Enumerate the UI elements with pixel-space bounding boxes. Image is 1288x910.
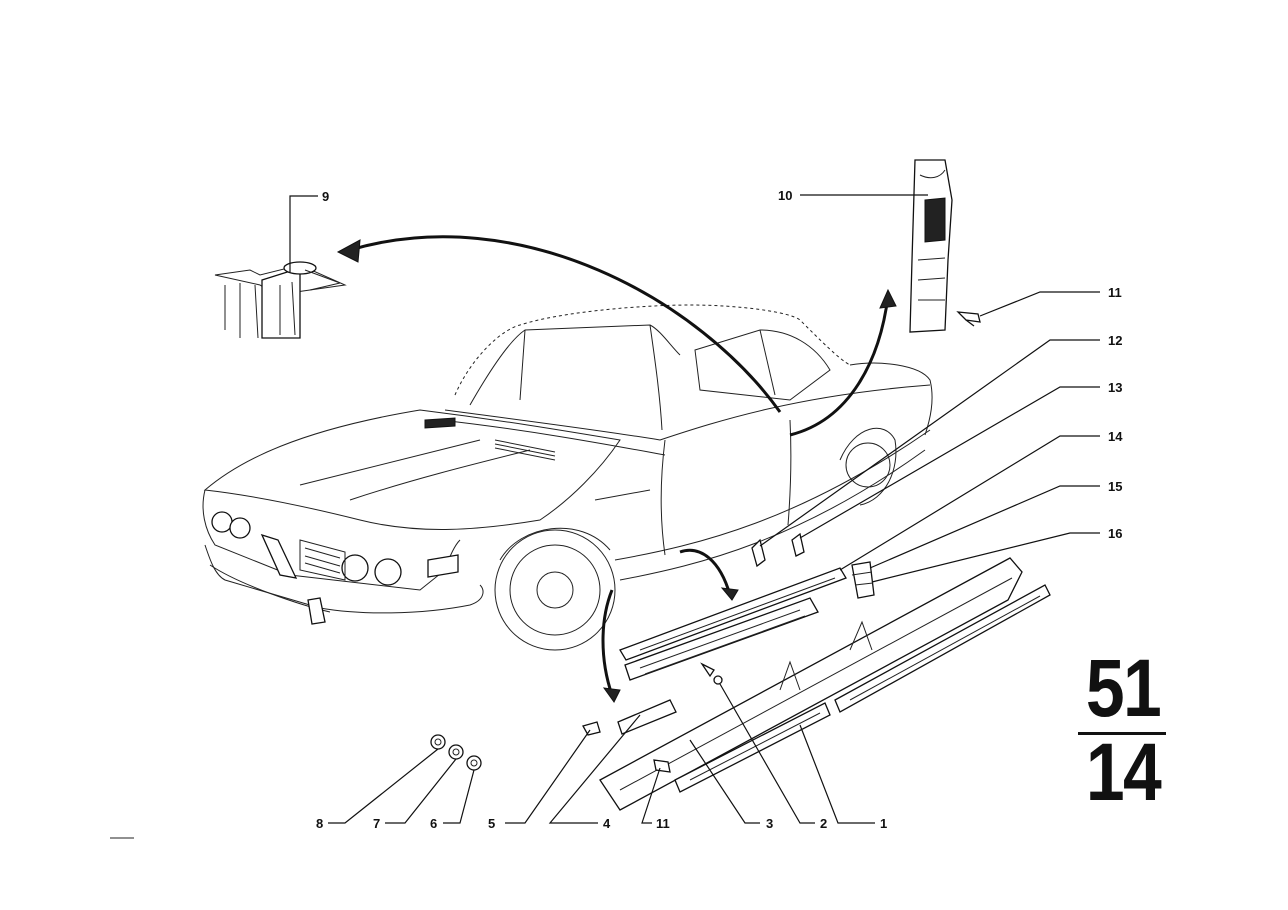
clip-part-5 xyxy=(582,721,601,736)
callout-3: 3 xyxy=(766,816,773,831)
kidney-grille xyxy=(260,533,298,579)
group-number-sub: 14 xyxy=(1085,727,1162,818)
callout-8: 8 xyxy=(316,816,323,831)
arrow-to-sill-upper xyxy=(679,548,732,596)
rocker-panel-part-3 xyxy=(599,557,1023,811)
callout-14: 14 xyxy=(1108,429,1123,444)
arrow-to-detail-10 xyxy=(789,295,890,437)
nut-part-6 xyxy=(466,755,482,771)
clip-part-13 xyxy=(791,532,805,557)
trim-part-upper-left xyxy=(624,597,819,681)
group-number-divider xyxy=(1078,732,1166,735)
arrows xyxy=(336,235,897,703)
hood-vent-left xyxy=(424,417,456,429)
arrow-to-detail-9 xyxy=(349,235,782,413)
callout-11-lower: 11 xyxy=(656,816,670,831)
headlamp-outer-right xyxy=(374,558,402,586)
front-wheel xyxy=(494,529,616,651)
headlamp-inner-right xyxy=(341,554,369,582)
callout-13: 13 xyxy=(1108,380,1122,395)
clip-part-11-upper xyxy=(956,311,981,323)
clip-part-12 xyxy=(751,538,766,568)
callout-11-upper: 11 xyxy=(1108,285,1122,300)
callout-16: 16 xyxy=(1108,526,1122,541)
callout-5: 5 xyxy=(488,816,495,831)
bracket-part-16 xyxy=(851,561,875,599)
detail-9-inset xyxy=(214,261,347,339)
callout-labels: 9 10 11 12 13 14 15 16 1 2 3 4 5 6 7 8 1… xyxy=(316,188,1123,831)
detail-10-pillar xyxy=(909,159,953,333)
rear-wheel xyxy=(845,442,891,488)
callout-9: 9 xyxy=(322,189,329,204)
callout-2: 2 xyxy=(820,816,827,831)
callout-1: 1 xyxy=(880,816,887,831)
callout-15: 15 xyxy=(1108,479,1122,494)
callout-4: 4 xyxy=(603,816,611,831)
arrow-to-sill-lower xyxy=(601,589,614,696)
leader-lines xyxy=(289,194,1100,824)
group-number-main: 51 xyxy=(1085,643,1162,734)
clip-part-11-lower xyxy=(653,759,671,773)
callout-6: 6 xyxy=(430,816,437,831)
screw-part-2 xyxy=(713,675,723,685)
front-indicator xyxy=(427,554,459,578)
bumper-guard xyxy=(307,597,326,625)
callout-12: 12 xyxy=(1108,333,1122,348)
callout-7: 7 xyxy=(373,816,380,831)
washer-part-7 xyxy=(448,744,464,760)
lower-strip-part-1-right xyxy=(834,584,1051,713)
front-end-piece-part-4 xyxy=(617,699,677,735)
nut-part-8 xyxy=(430,734,446,750)
car-illustration xyxy=(202,304,933,651)
headlamp-inner-left xyxy=(229,517,251,539)
headlamp-outer-left xyxy=(211,511,233,533)
callout-10: 10 xyxy=(778,188,792,203)
